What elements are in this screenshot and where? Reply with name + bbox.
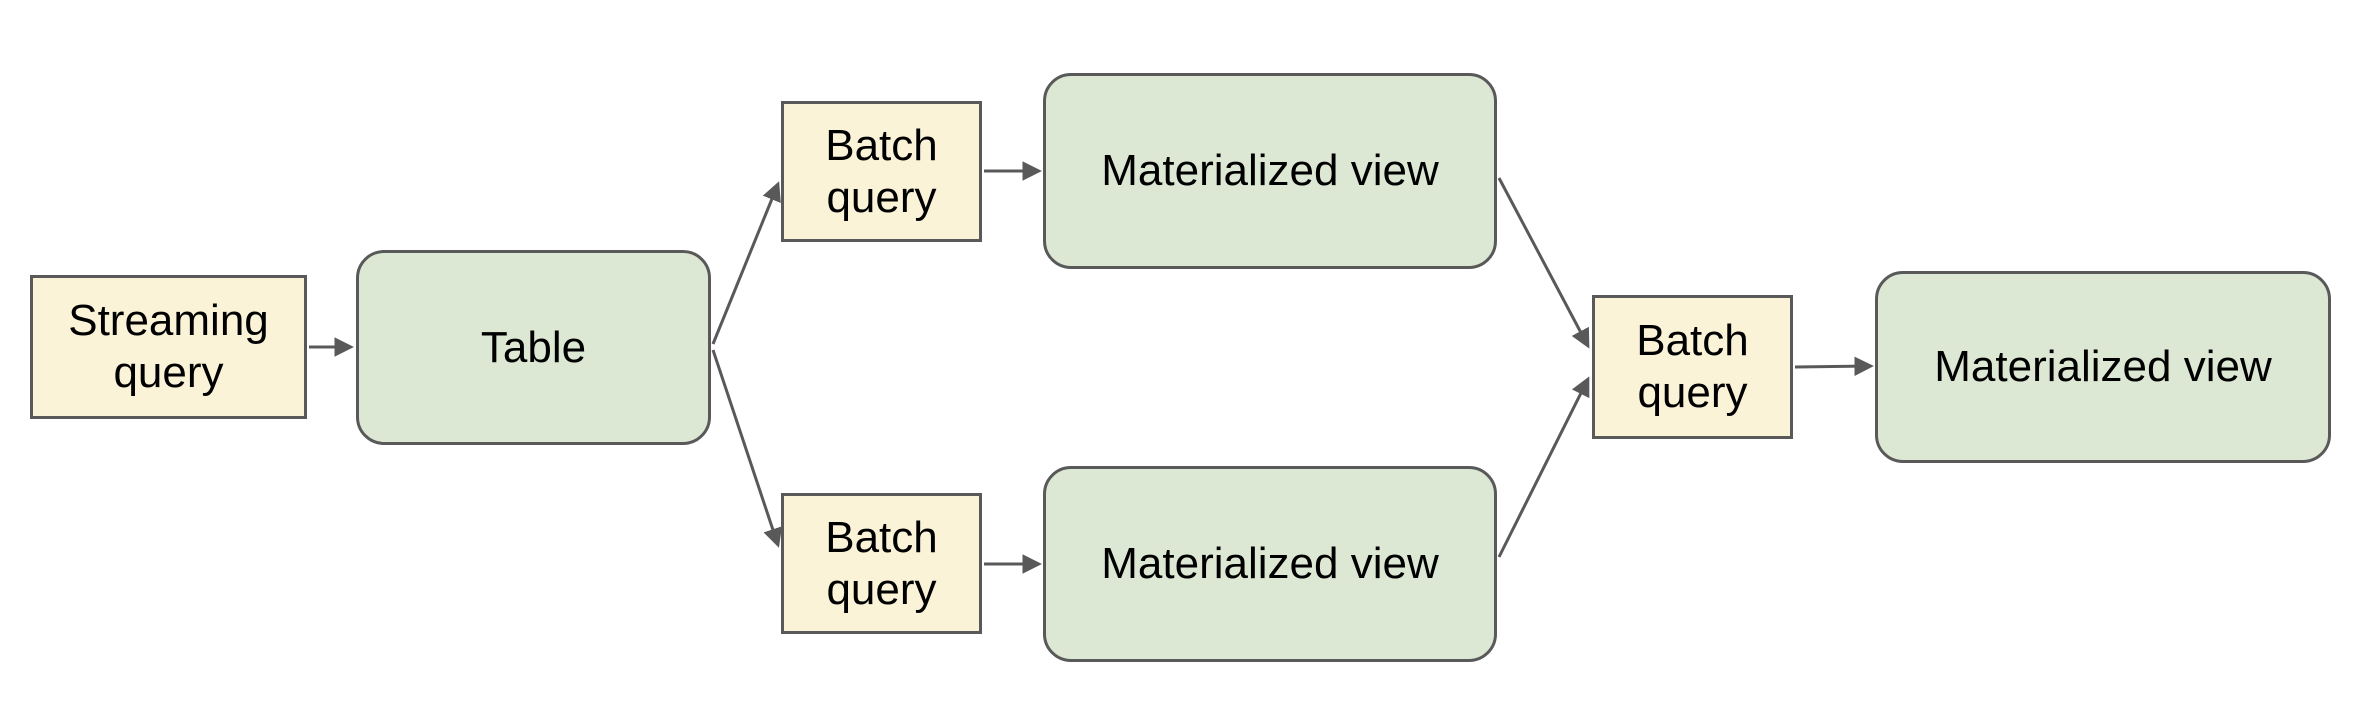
edge-table-to-batch-query-bottom	[711, 349, 783, 548]
node-materialized-view-top-label: Materialized view	[1101, 146, 1439, 196]
edge-materialized-view-bottom-to-batch-query-final	[1497, 376, 1590, 558]
edge-batch-query-final-to-materialized-view-final	[1794, 356, 1874, 376]
node-streaming-query: Streaming query	[30, 275, 307, 419]
node-streaming-query-label: Streaming query	[68, 296, 269, 397]
node-table: Table	[356, 250, 711, 445]
node-materialized-view-final-label: Materialized view	[1934, 342, 2272, 392]
node-materialized-view-top: Materialized view	[1043, 73, 1497, 269]
node-table-label: Table	[480, 322, 587, 372]
node-materialized-view-bottom-label: Materialized view	[1101, 539, 1439, 589]
node-batch-query-final-label: Batch query	[1636, 316, 1749, 417]
node-batch-query-final: Batch query	[1592, 295, 1793, 439]
node-materialized-view-bottom: Materialized view	[1043, 466, 1497, 662]
edge-materialized-view-top-to-batch-query-final	[1497, 177, 1590, 349]
edge-table-to-batch-query-top	[711, 181, 781, 345]
node-materialized-view-final: Materialized view	[1875, 271, 2331, 463]
node-batch-query-top-label: Batch query	[825, 120, 938, 222]
node-batch-query-bottom: Batch query	[781, 493, 982, 634]
node-batch-query-bottom-label: Batch query	[825, 512, 938, 614]
node-batch-query-top: Batch query	[781, 101, 982, 242]
